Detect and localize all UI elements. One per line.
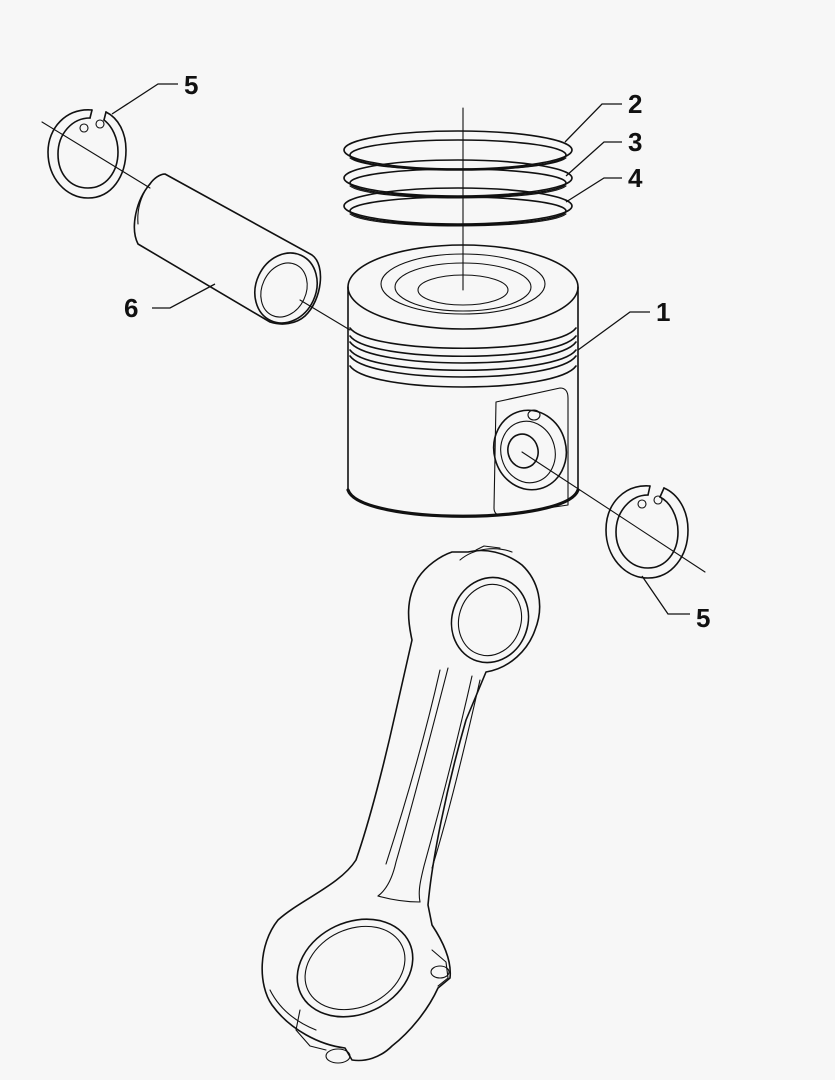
callout-4: 4	[628, 163, 643, 193]
callout-3: 3	[628, 127, 642, 157]
pin-axis-line-right	[521, 451, 706, 573]
circlip-right	[605, 485, 689, 579]
callout-5-bottom: 5	[696, 603, 710, 633]
callout-2: 2	[628, 89, 642, 119]
pin-axis-line-left	[41, 121, 151, 189]
piston-pin	[133, 173, 322, 325]
callout-6: 6	[124, 293, 138, 323]
connecting-rod	[261, 545, 541, 1064]
ring-bottom	[343, 187, 573, 227]
ring-middle	[343, 159, 573, 199]
circlip-left	[47, 109, 127, 199]
leader-lines	[111, 83, 690, 615]
piston	[346, 244, 580, 518]
ring-top	[343, 130, 573, 171]
callout-5-top: 5	[184, 70, 198, 100]
pin-axis-line-mid	[299, 299, 351, 331]
callout-1: 1	[656, 297, 670, 327]
